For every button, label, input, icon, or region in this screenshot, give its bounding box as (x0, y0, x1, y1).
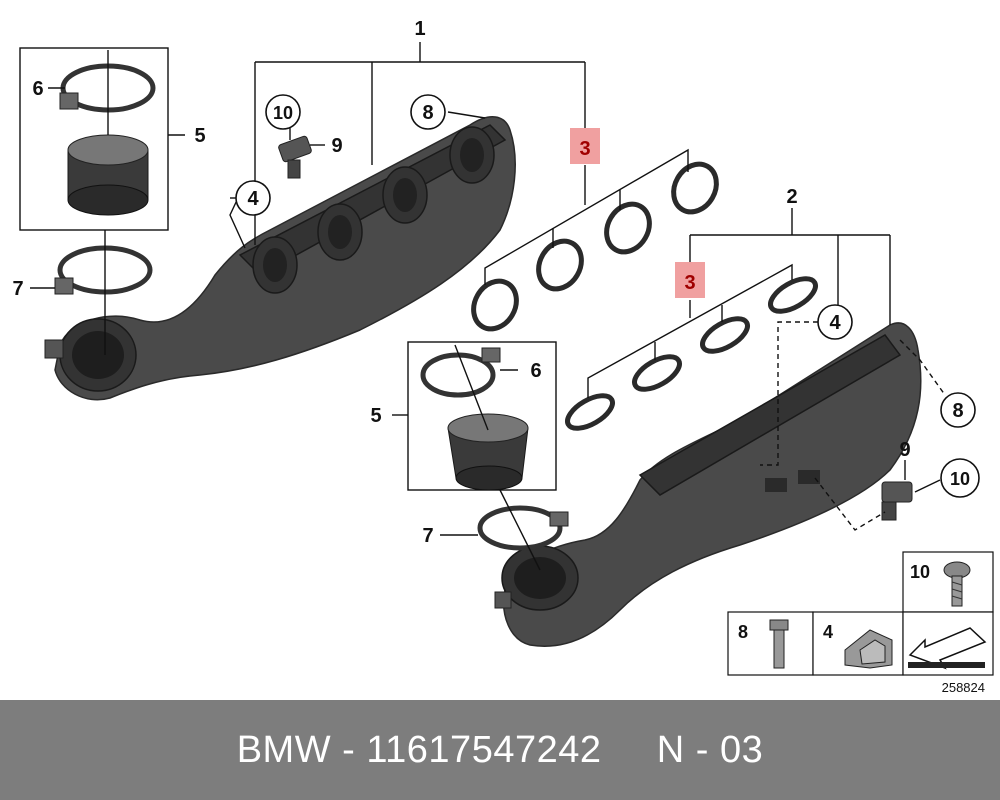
callout-8-right: 8 (952, 400, 963, 422)
callout-7-right: 7 (422, 525, 433, 547)
hose-clamp-lower-right (477, 489, 569, 571)
clip-icon (844, 629, 893, 669)
callout-4-right: 4 (829, 312, 841, 334)
diagram-number: 258824 (942, 680, 985, 695)
callout-3-right: 3 (684, 272, 695, 294)
separator-2: - (684, 728, 721, 771)
callout-9-left: 9 (331, 135, 342, 157)
separator: - (331, 728, 367, 771)
callout-4-left-circle (235, 180, 271, 216)
gasket-set-right (565, 276, 818, 431)
callout-3-left: 3 (579, 138, 590, 160)
brand-name: BMW (236, 728, 332, 771)
exploded-parts-diagram: 1 2 3 3 4 4 5 5 6 6 7 7 8 8 9 9 10 10 10 (12, 18, 994, 695)
callout-7-left: 7 (12, 278, 23, 300)
intake-manifold-left (44, 116, 516, 401)
callout-8-right-circle (940, 392, 976, 428)
callout-5-right: 5 (370, 405, 381, 427)
highlight-3-right (675, 262, 705, 298)
callout-5-left: 5 (194, 125, 205, 147)
legend: 10 8 4 258824 (727, 551, 994, 695)
legend-label-8: 8 (738, 622, 748, 642)
code-number: 03 (720, 728, 764, 771)
callout-4-left: 4 (247, 188, 259, 210)
sensor-left (278, 135, 312, 179)
callout-10-left-circle (265, 94, 301, 130)
sensor-right (881, 481, 913, 521)
callout-8-left: 8 (422, 102, 433, 124)
callout-8-left-circle (410, 94, 446, 130)
callout-2: 2 (786, 186, 797, 208)
part-number: 11617547242 (366, 728, 602, 771)
callout-labels: 1 2 3 3 4 4 5 5 6 6 7 7 8 8 9 9 10 10 (12, 18, 980, 547)
callout-10-left: 10 (273, 103, 293, 123)
legend-label-10: 10 (910, 562, 930, 582)
legend-label-4: 4 (823, 622, 833, 642)
hose-clamp-lower-left (54, 230, 153, 355)
legend-box-10 (902, 551, 994, 613)
callout-10-right-circle (940, 458, 980, 498)
direction-arrow-icon (908, 627, 987, 670)
gasket-set-left (471, 161, 719, 332)
screw-icon (943, 561, 971, 607)
footer-banner: BMW - 11617547242 N - 03 (0, 700, 1000, 800)
bolt-icon (769, 619, 789, 669)
callout-1: 1 (414, 18, 425, 40)
leader-lines (30, 42, 946, 536)
highlight-3-left (570, 128, 600, 164)
hose-clamp-kit-box-left (19, 47, 169, 231)
gap (602, 729, 657, 771)
callout-6-left: 6 (32, 78, 43, 100)
callout-10-right: 10 (950, 469, 970, 489)
hose-clamp-kit-box-right (407, 341, 557, 491)
callout-6-right: 6 (530, 360, 541, 382)
code-letter: N (656, 728, 685, 771)
intake-manifold-right (494, 322, 922, 647)
callout-9-right: 9 (899, 439, 910, 461)
part-number-caption: BMW - 11617547242 N - 03 (237, 729, 764, 772)
callout-4-right-circle (817, 304, 853, 340)
